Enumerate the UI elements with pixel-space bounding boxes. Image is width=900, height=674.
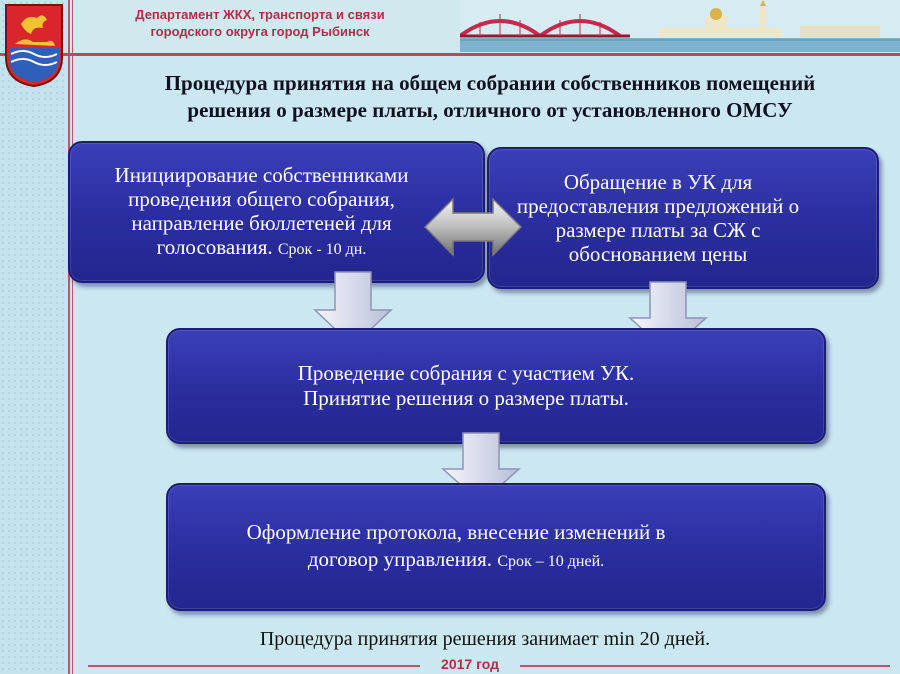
step-initiation-box: Инициирование собственниками проведения … bbox=[68, 141, 485, 283]
title-line-2: решения о размере платы, отличного от ус… bbox=[187, 98, 793, 122]
step-protocol-box: Оформление протокола, внесение изменений… bbox=[166, 483, 826, 611]
meeting-line-1: Проведение собрания с участием УК. bbox=[297, 361, 635, 385]
department-name: Департамент ЖКХ, транспорта и связи горо… bbox=[95, 6, 425, 40]
department-line-1: Департамент ЖКХ, транспорта и связи bbox=[135, 7, 385, 22]
appeal-text: Обращение в УК для предоставления предло… bbox=[516, 170, 800, 266]
coat-of-arms-icon bbox=[5, 4, 63, 88]
title-line-1: Процедура принятия на общем собрании соб… bbox=[164, 71, 816, 95]
footer-rule-left bbox=[88, 665, 428, 667]
meeting-line-2: Принятие решения о размере платы. bbox=[303, 386, 629, 410]
year-label: 2017 год bbox=[420, 656, 520, 672]
left-divider-2 bbox=[72, 0, 73, 674]
step-meeting-box: Проведение собрания с участием УК. Приня… bbox=[166, 328, 826, 444]
left-decor-strip bbox=[0, 0, 70, 674]
footer-rule-right bbox=[512, 665, 890, 667]
department-line-2: городского округа город Рыбинск bbox=[150, 24, 370, 39]
initiation-term: Срок - 10 дн. bbox=[277, 240, 367, 258]
protocol-term: Срок – 10 дней. bbox=[497, 553, 605, 570]
protocol-line-1: Оформление протокола, внесение изменений… bbox=[246, 520, 666, 544]
left-divider bbox=[68, 0, 70, 674]
header-rule bbox=[0, 53, 900, 56]
slide-title: Процедура принятия на общем собрании соб… bbox=[80, 70, 900, 124]
summary-text: Процедура принятия решения занимает min … bbox=[259, 628, 711, 650]
city-panorama-image bbox=[460, 0, 900, 52]
double-arrow-icon bbox=[423, 197, 523, 257]
step-appeal-box: Обращение в УК для предоставления предло… bbox=[487, 147, 879, 289]
initiation-text: Инициирование собственниками проведения … bbox=[114, 162, 409, 259]
protocol-line-2: договор управления. bbox=[307, 547, 493, 571]
